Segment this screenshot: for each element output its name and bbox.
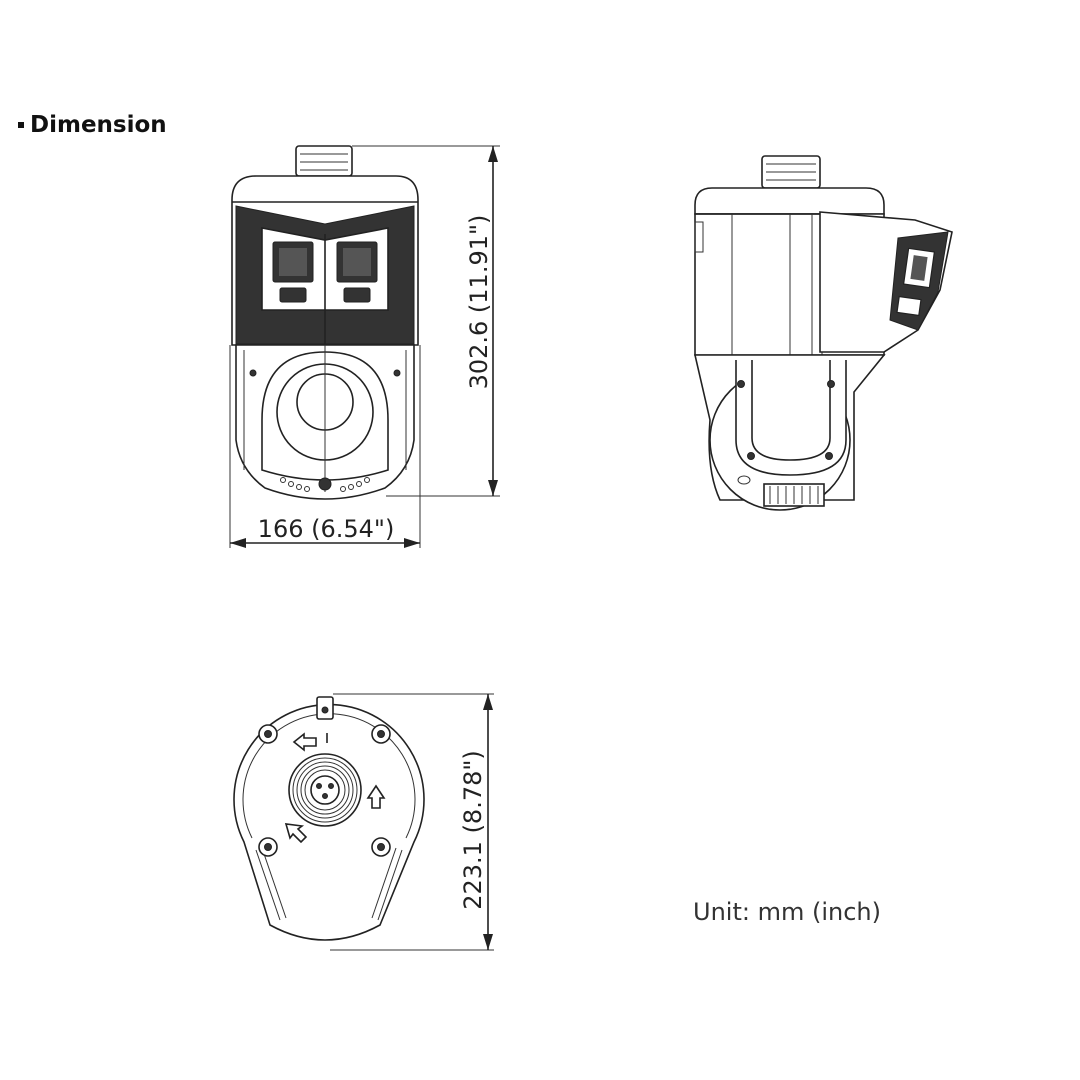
section-title-text: Dimension xyxy=(30,112,167,138)
front-height-dimension: 302.6 (11.91") xyxy=(352,145,500,497)
bullet-icon xyxy=(18,122,24,128)
vent-holes xyxy=(280,477,370,492)
front-height-label: 302.6 (11.91") xyxy=(465,215,493,390)
bottom-height-dimension: 223.1 (8.78") xyxy=(330,693,494,951)
front-width-dimension: 166 (6.54") xyxy=(229,345,421,548)
bottom-height-label: 223.1 (8.78") xyxy=(459,750,487,910)
front-width-label: 166 (6.54") xyxy=(258,515,395,543)
section-title: Dimension xyxy=(18,112,167,138)
grille-lines xyxy=(769,486,819,504)
bottom-view xyxy=(233,696,425,941)
unit-note: Unit: mm (inch) xyxy=(693,898,881,926)
front-view xyxy=(231,145,419,500)
side-view xyxy=(693,155,953,511)
arrow-icon xyxy=(284,732,386,844)
